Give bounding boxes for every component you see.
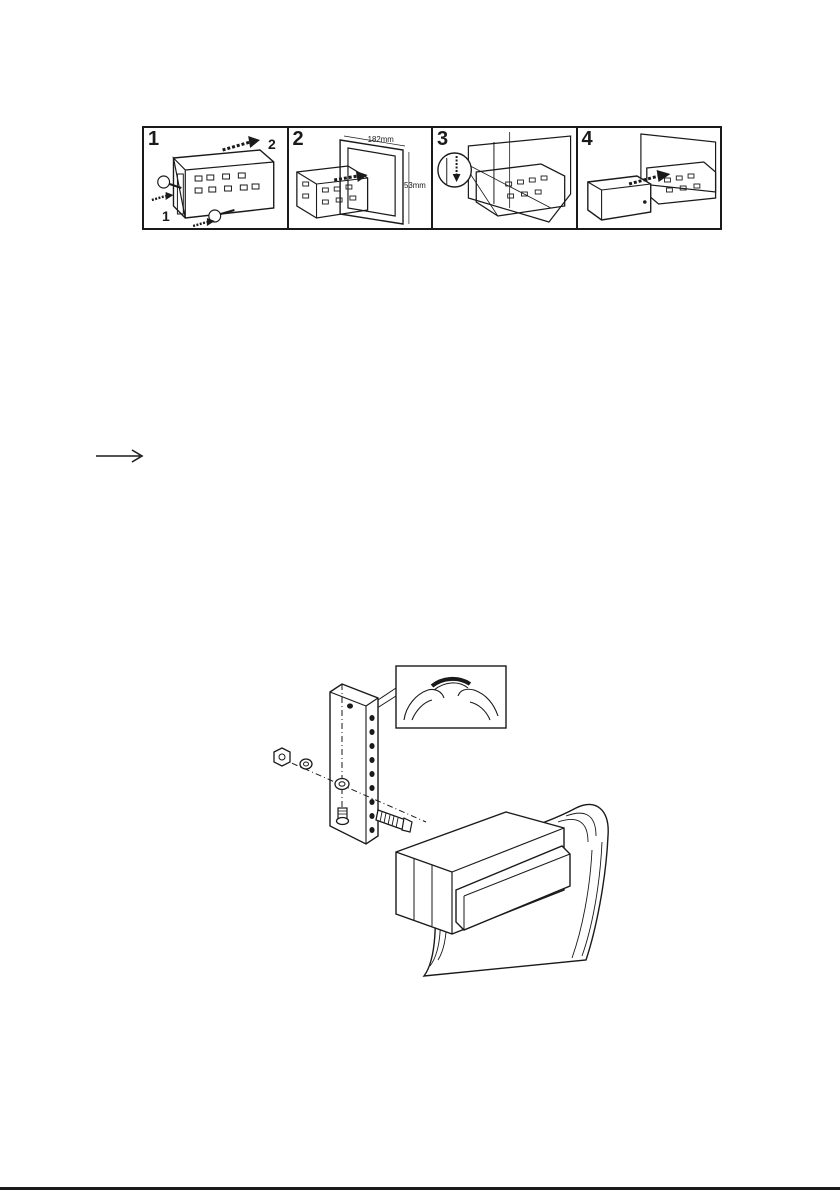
- right-arrow-icon: [96, 446, 144, 466]
- step-4-illustration: [578, 128, 721, 228]
- step-panel-4: 4: [578, 128, 721, 228]
- step-panel-3: 3: [433, 128, 578, 228]
- step-number: 3: [437, 128, 448, 150]
- mounting-bracket-illustration: [266, 660, 616, 982]
- step-1-label-2: 2: [268, 136, 276, 152]
- nut-icon: [274, 748, 290, 766]
- step-panel-1: 1 2 1: [144, 128, 289, 228]
- dim-width-label: 182mm: [367, 135, 394, 144]
- step-3-illustration: [433, 128, 576, 228]
- screw-icon: [337, 808, 349, 825]
- step-number: 1: [148, 128, 159, 150]
- installation-steps-strip: 1 2 1 182mm 53mm: [142, 126, 722, 230]
- step-number: 4: [582, 128, 593, 150]
- radio-unit-illustration: [396, 804, 608, 976]
- dim-height-label: 53mm: [403, 181, 425, 190]
- step-number: 2: [293, 128, 304, 150]
- step-2-illustration: 182mm 53mm: [289, 128, 432, 228]
- bolt-icon: [376, 810, 412, 832]
- step-panel-2: 182mm 53mm 2: [289, 128, 434, 228]
- washer-icon: [300, 759, 312, 769]
- page-bottom-rule: [0, 1187, 840, 1190]
- washer-icon: [335, 779, 349, 790]
- step-1-label-1: 1: [162, 208, 170, 224]
